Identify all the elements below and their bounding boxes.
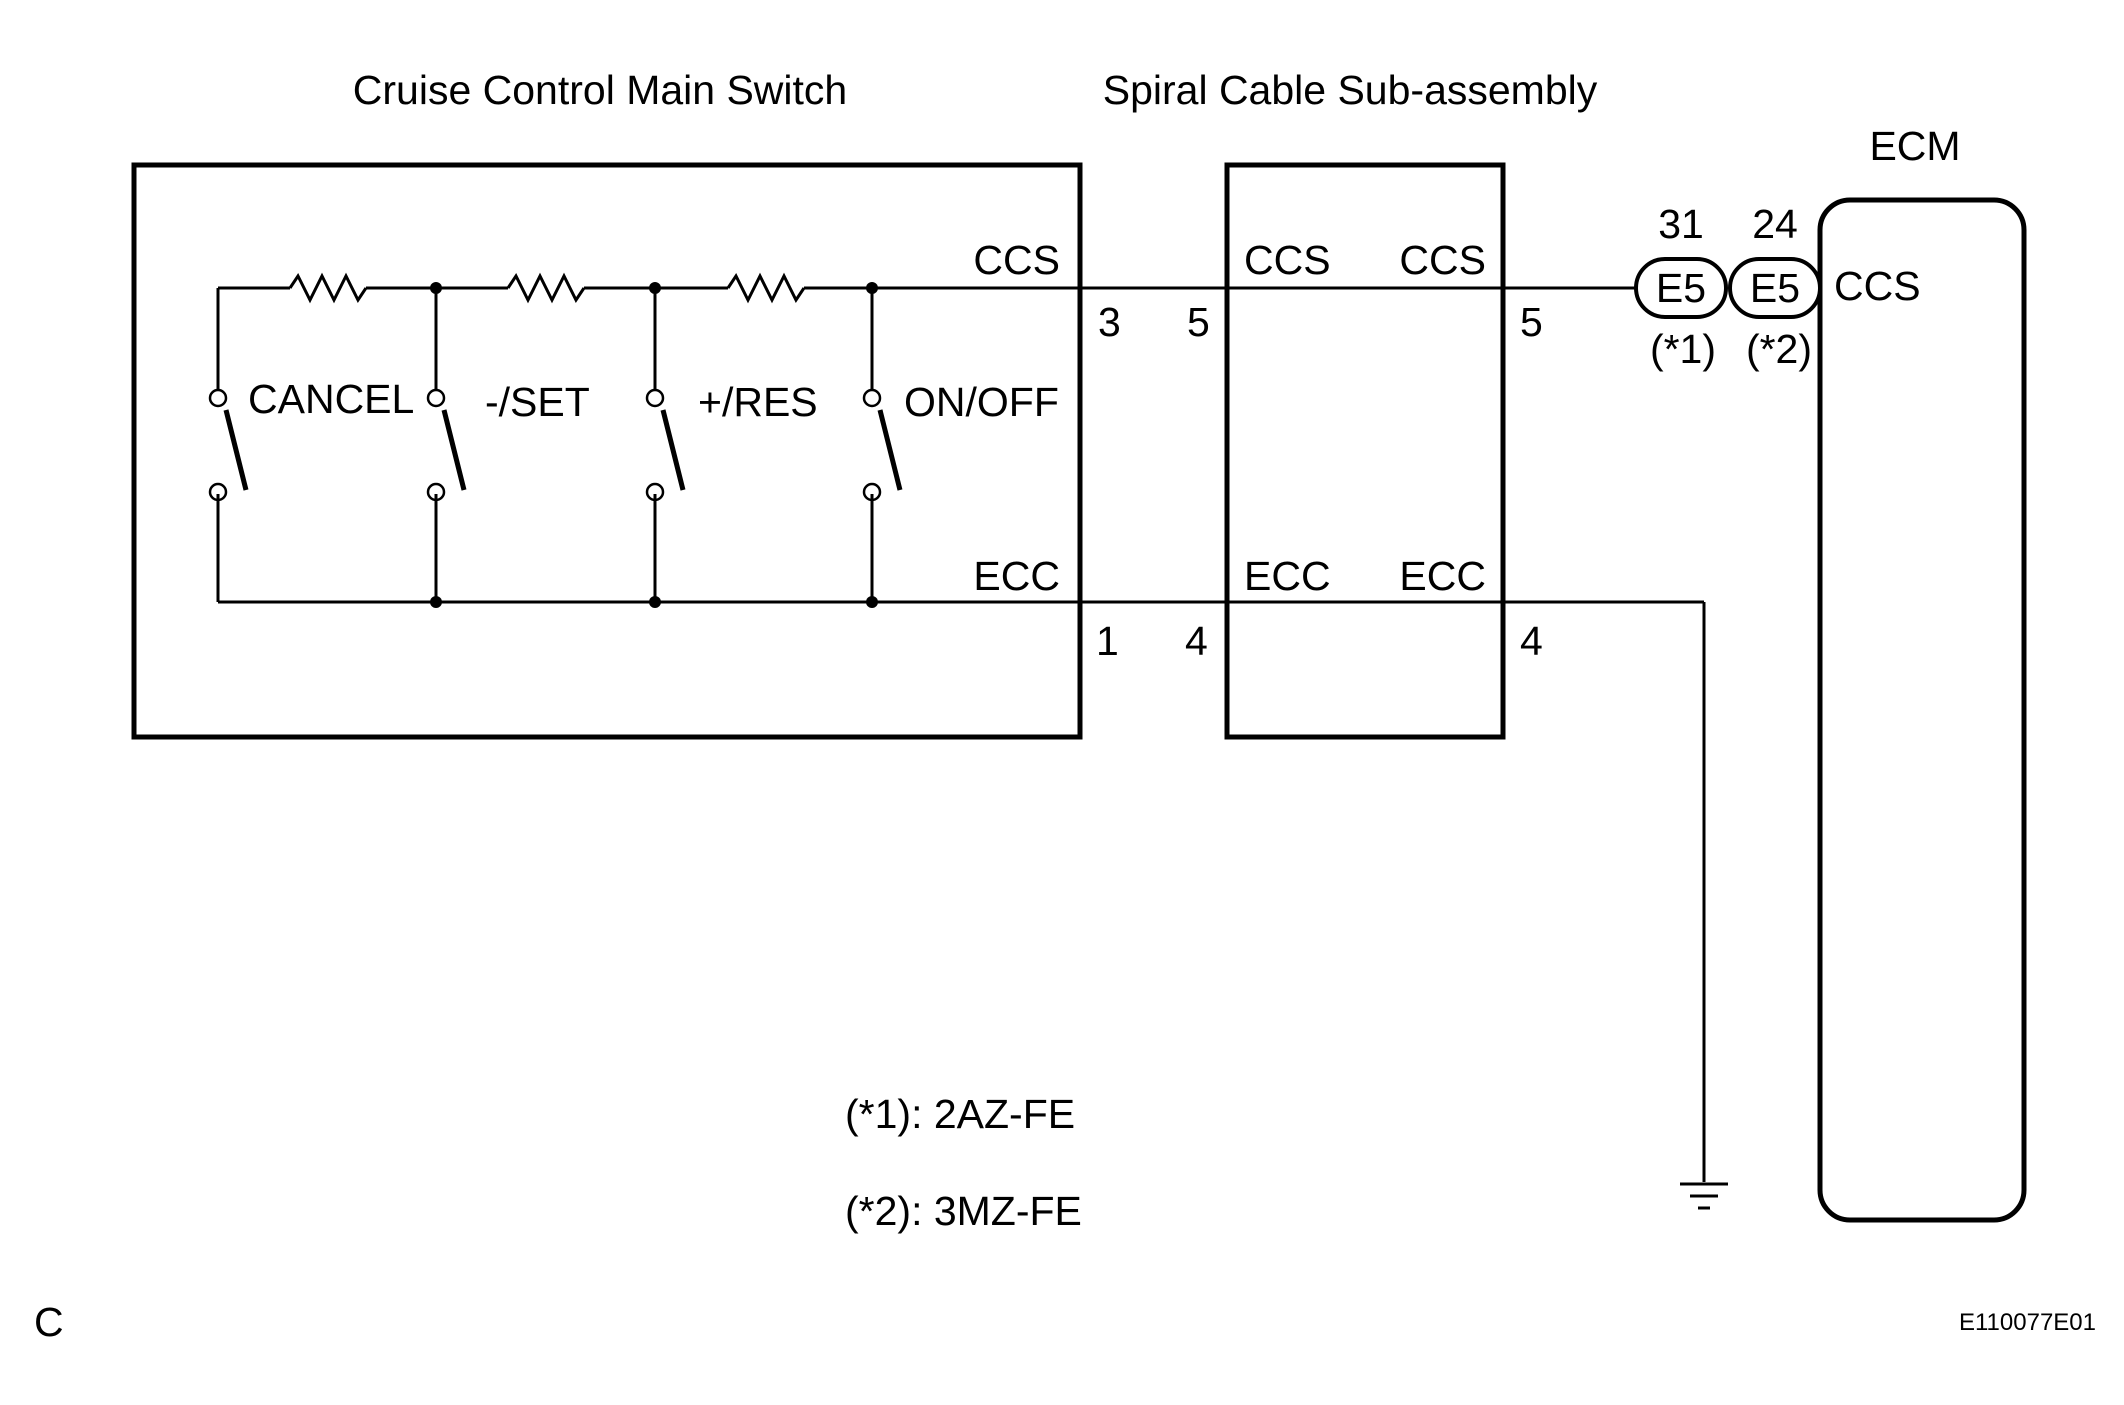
main-switch-ecc-label: ECC: [973, 553, 1060, 599]
junction-dots: [430, 282, 878, 608]
figure-code: E110077E01: [1959, 1309, 2096, 1336]
main-switch-box: [131, 162, 1083, 740]
ecm-ccs-label: CCS: [1834, 263, 1921, 309]
ecm-box: [1817, 197, 2027, 1223]
switch-label-cancel: CANCEL: [248, 376, 414, 422]
connector-pin-31: 31: [1658, 201, 1704, 247]
spiral-ecc-right-pin: 4: [1520, 618, 1543, 664]
switch-cancel: CANCEL: [208, 376, 414, 502]
spiral-ecc-left-label: ECC: [1244, 553, 1331, 599]
switch-label-set: -/SET: [485, 379, 590, 425]
connector-name-1: E5: [1656, 265, 1706, 311]
note-2: (*2): 3MZ-FE: [845, 1188, 1082, 1234]
ecm-title: ECM: [1869, 123, 1960, 169]
switch-res: +/RES: [645, 379, 818, 502]
spiral-ccs-left-label: CCS: [1244, 237, 1331, 283]
note-1: (*1): 2AZ-FE: [845, 1091, 1075, 1137]
corner-label: C: [34, 1299, 64, 1345]
main-switch-ccs-pin: 3: [1098, 299, 1121, 345]
switch-set: -/SET: [426, 379, 590, 502]
ccs-line: [216, 272, 1636, 390]
ground-icon: [1680, 1182, 1728, 1210]
spiral-ccs-right-label: CCS: [1399, 237, 1486, 283]
spiral-cable-title: Spiral Cable Sub-assembly: [1103, 67, 1598, 113]
spiral-cable-box: [1224, 162, 1506, 740]
switch-label-onoff: ON/OFF: [904, 379, 1059, 425]
spiral-ecc-left-pin: 4: [1185, 618, 1208, 664]
main-switch-title: Cruise Control Main Switch: [353, 67, 847, 113]
main-switch-ccs-label: CCS: [973, 237, 1060, 283]
connector-variant-2: (*2): [1746, 326, 1812, 372]
connector-variant-1: (*1): [1650, 326, 1716, 372]
connector-pin-24: 24: [1752, 201, 1798, 247]
switch-branches: [434, 288, 874, 602]
spiral-ccs-right-pin: 5: [1520, 299, 1543, 345]
switch-label-res: +/RES: [698, 379, 818, 425]
ecc-line: [216, 494, 1706, 1182]
switch-onoff: ON/OFF: [862, 379, 1059, 502]
main-switch-ecc-pin: 1: [1096, 618, 1119, 664]
spiral-ccs-left-pin: 5: [1187, 299, 1210, 345]
connector-e5-2: 24 E5 (*2): [1728, 201, 1822, 372]
spiral-ecc-right-label: ECC: [1399, 553, 1486, 599]
connector-name-2: E5: [1750, 265, 1800, 311]
connector-e5-1: 31 E5 (*1): [1634, 201, 1728, 372]
